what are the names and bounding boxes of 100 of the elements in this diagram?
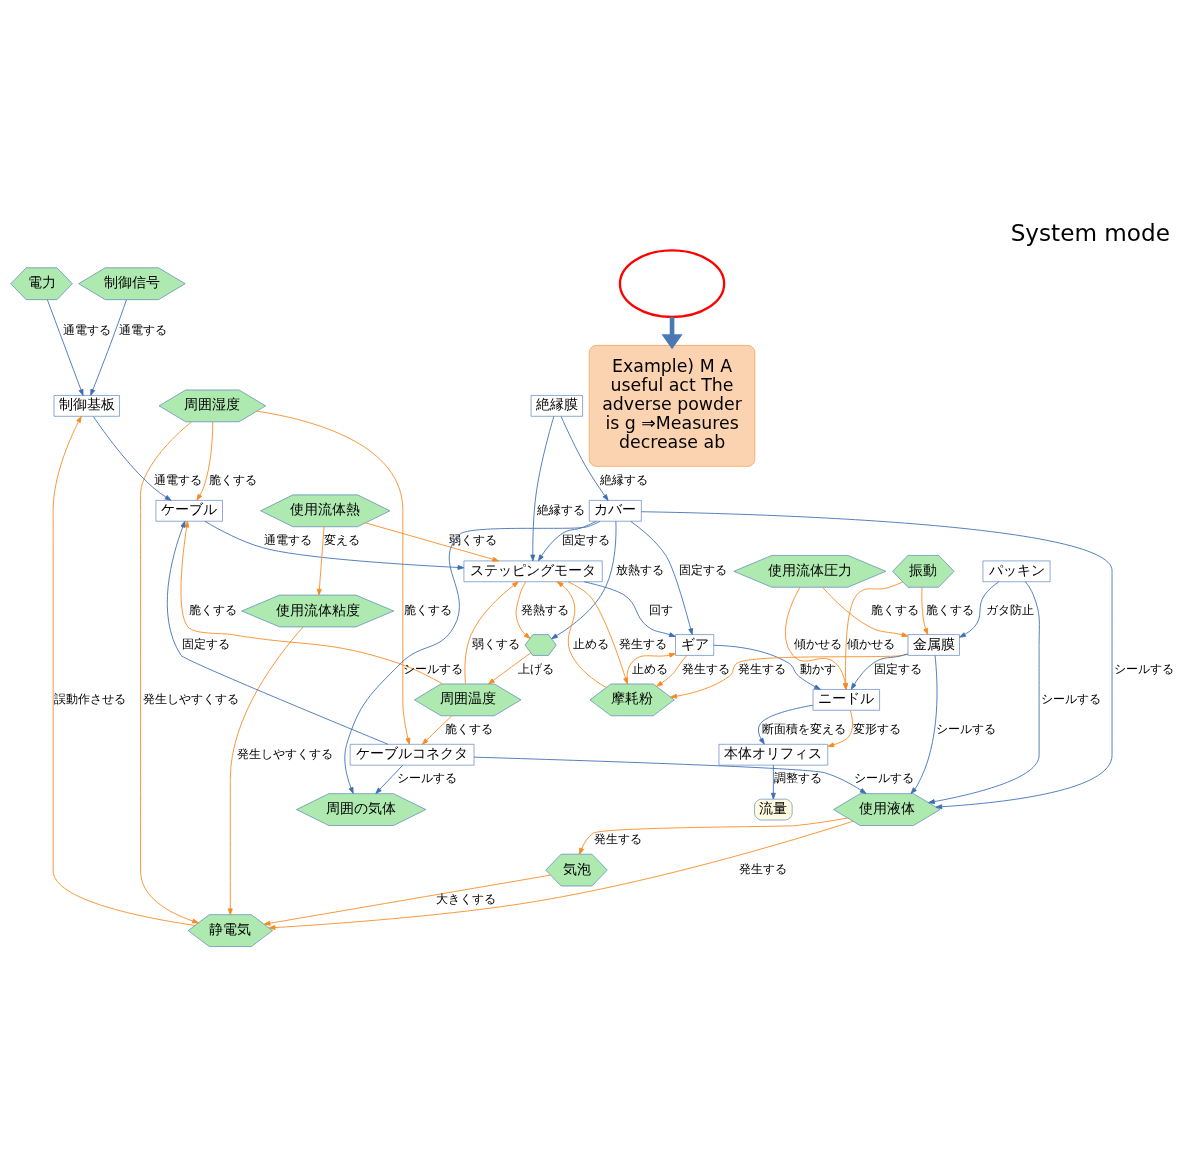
edge-label: 絶縁する (599, 472, 648, 487)
edge-label: 弱くする (449, 533, 498, 548)
edge-label: 動かす (799, 661, 836, 676)
arrow (827, 709, 853, 748)
edge-label: 回す (648, 603, 673, 618)
edge-label: ガタ防止 (985, 603, 1034, 618)
edge-label: 通電する (118, 323, 167, 338)
edge-label: 脆くする (189, 603, 238, 618)
arrow (921, 586, 929, 635)
edge-label: 誤動作させる (54, 691, 127, 706)
edge-label: 変える (324, 533, 361, 548)
edge-label: 弱くする (472, 637, 521, 652)
edge-label: 絶縁する (536, 502, 585, 517)
edge-label: 断面積を変える (762, 722, 847, 737)
arrow (538, 520, 597, 562)
edge-label: 調整する (774, 771, 823, 786)
edge-label: 発生する (619, 637, 668, 652)
arrow (166, 520, 389, 745)
edge-label: シールする (936, 722, 997, 737)
arrow (910, 655, 938, 794)
arrow (850, 653, 909, 690)
node-box: ステッピングモータ (463, 560, 603, 583)
node-box: 絶縁膜 (530, 395, 583, 417)
edge-label: 脆くする (444, 722, 493, 737)
arrow (626, 652, 676, 685)
edge-label: 脆くする (404, 603, 453, 618)
edge-label: 脆くする (926, 603, 975, 618)
edge-label: 発生する (681, 661, 730, 676)
arrow (630, 520, 694, 635)
edge-label: 変形する (852, 722, 901, 737)
arrow (551, 520, 617, 640)
arrow (90, 299, 127, 396)
arrow (263, 874, 551, 926)
arrow (488, 652, 532, 685)
edge-label: 発生する (738, 661, 787, 676)
edge-label: 傾かせる (847, 637, 896, 652)
edge-label: 固定する (678, 563, 727, 578)
node-box: 流量 (754, 798, 793, 821)
node-box: パッキン (982, 560, 1051, 583)
node-box: ケーブル (155, 500, 223, 522)
edge-label: 傾かせる (794, 637, 843, 652)
node-box: 金属膜 (907, 634, 960, 656)
arrow (656, 655, 688, 687)
arrow (52, 415, 196, 926)
node-box: 本体オリフィス (718, 744, 829, 766)
arrow (46, 299, 84, 396)
arrow (515, 581, 531, 639)
arrow (180, 520, 443, 685)
edge-label: シールする (1040, 691, 1101, 706)
edge-label: シールする (402, 661, 463, 676)
arrow (140, 421, 199, 924)
arrow (670, 653, 909, 699)
arrow (770, 764, 776, 800)
edge-label: 脆くする (208, 472, 257, 487)
arrow (758, 704, 814, 745)
edge-label: 放熱する (615, 563, 664, 578)
arrow (641, 511, 1113, 810)
edge-label: 止める (572, 637, 609, 652)
arrow (365, 522, 499, 562)
edge-label: 発生しやすくする (237, 746, 334, 761)
edge-label: 通電する (263, 533, 312, 548)
arrow (422, 715, 453, 745)
arrow (556, 581, 607, 688)
arrow (204, 520, 465, 570)
edge-label: シールする (854, 771, 915, 786)
node-box: ニードル (812, 689, 880, 711)
edge-label: 発生する (594, 831, 643, 846)
node-box: Example) M A useful act The adverse powder is g ⇒Measures decrease ab (588, 345, 756, 467)
edge-label: シールする (397, 771, 458, 786)
arrow (822, 586, 909, 638)
arrow (661, 317, 683, 350)
arrow (583, 581, 676, 637)
edge-label: 固定する (561, 533, 610, 548)
arrow (928, 581, 1040, 805)
node-box: 制御基板 (53, 395, 120, 417)
arrow (227, 626, 304, 916)
edge-label: 発生しやすくする (142, 691, 239, 706)
arrow (530, 415, 555, 562)
edge-label: 上げる (518, 661, 555, 676)
edge-label: 固定する (874, 661, 923, 676)
edge-label: 通電する (62, 323, 111, 338)
diagram-title: System mode (1010, 220, 1170, 247)
arrow (344, 520, 601, 794)
arrow (196, 421, 214, 501)
arrow (268, 820, 854, 931)
arrow (713, 644, 821, 690)
arrow (256, 410, 411, 745)
arrow (316, 526, 325, 596)
edge-label: 固定する (182, 637, 230, 652)
arrow (579, 817, 848, 855)
arrow (375, 764, 404, 794)
node-box: ギア (675, 634, 714, 656)
arrow (92, 416, 172, 501)
arrow (959, 581, 1000, 638)
edge-label: 脆くする (871, 603, 920, 618)
node-circle (618, 249, 726, 319)
edge-label: 止める (632, 661, 669, 676)
edge-label: 大きくする (436, 892, 497, 907)
edge-label: 通電する (153, 472, 202, 487)
node-box: カバー (588, 500, 642, 522)
